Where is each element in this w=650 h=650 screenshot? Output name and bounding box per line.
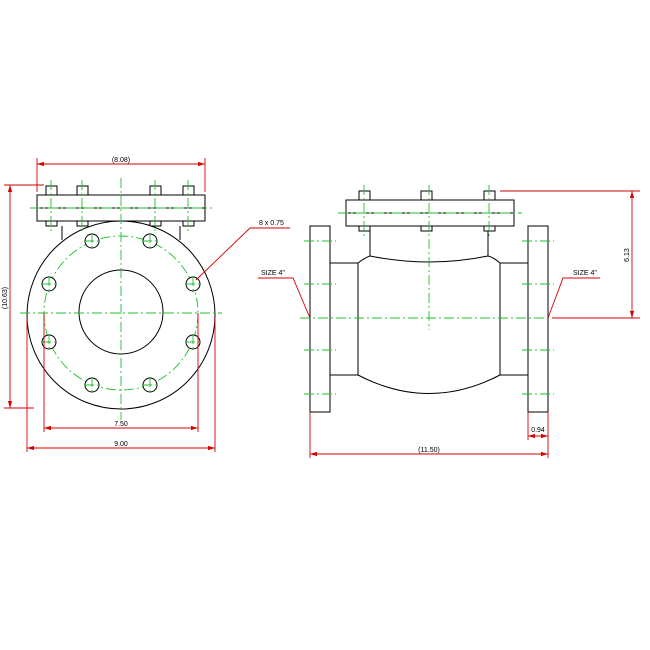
dim-top-width-label: (8.08)	[112, 157, 130, 164]
dim-height-label: 6.13	[624, 248, 631, 262]
front-centerlines	[20, 178, 222, 420]
side-view: SIZE 4" SIZE 4" 6.13 0.94 (11.50)	[258, 185, 640, 458]
side-centerlines	[300, 185, 560, 395]
size-right-label: SIZE 4"	[573, 270, 597, 277]
dim-flange-od-label: 9.00	[114, 441, 128, 448]
front-dimensions	[4, 158, 290, 452]
front-view: (8.08) (10.63) 7.50 9.00 8 x 0.75	[2, 157, 290, 452]
side-dimensions	[258, 190, 640, 458]
side-body	[309, 225, 549, 413]
dim-total-height-label: (10.63)	[2, 287, 9, 309]
dim-bolt-circle-label: 7.50	[114, 421, 128, 428]
bolt-callout-label: 8 x 0.75	[259, 220, 284, 227]
dim-flange-thk-label: 0.94	[531, 427, 545, 434]
dim-length-label: (11.50)	[418, 447, 440, 454]
size-left-label: SIZE 4"	[261, 270, 285, 277]
